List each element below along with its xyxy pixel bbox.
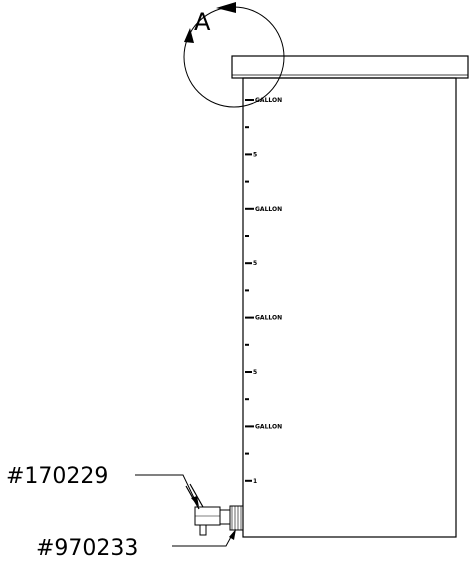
detail-label: A (194, 8, 211, 36)
gauge-label: GALLON (255, 206, 282, 213)
gauge-label: 5 (253, 151, 257, 158)
spigot-valve (185, 483, 231, 536)
detail-arrow-left (184, 28, 194, 43)
container-body (242, 77, 457, 538)
fitting-leader (172, 534, 233, 547)
fitting-leader-arrow (229, 529, 236, 540)
gauge-label: GALLON (255, 315, 282, 322)
spigot-part-number: #170229 (6, 464, 108, 489)
spigot-leader-arrow (191, 496, 199, 507)
spigot-leader (135, 474, 196, 501)
gauge-label: 5 (253, 260, 257, 267)
gauge-label: GALLON (255, 423, 282, 430)
bulkhead-fitting (229, 505, 244, 531)
gauge-label: 5 (253, 369, 257, 376)
gauge-label: GALLON (255, 97, 282, 104)
fitting-part-number: #970233 (36, 536, 138, 561)
detail-arrow-top (216, 2, 236, 13)
gauge-label: 1 (253, 478, 257, 485)
